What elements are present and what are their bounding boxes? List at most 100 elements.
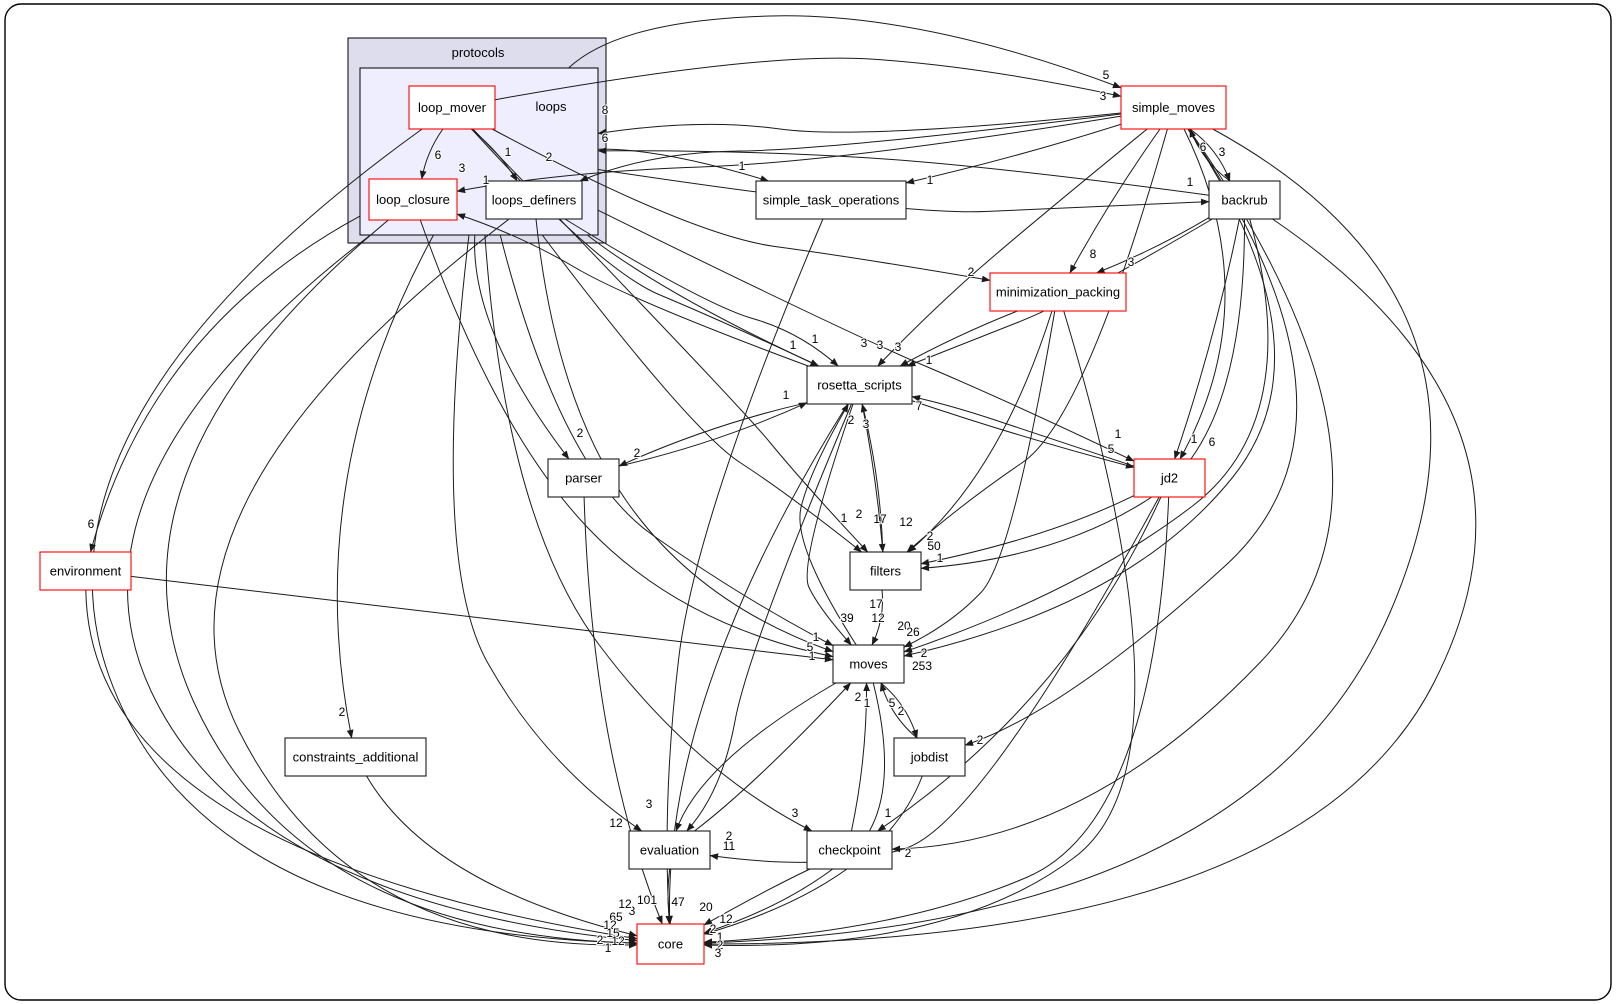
edge-simple_moves-moves (903, 128, 1275, 658)
node-box-jobdist[interactable] (893, 737, 966, 777)
edge-count-backrub-loops: 6 (602, 131, 609, 145)
edge-rosetta_scripts-parser (618, 402, 808, 467)
edge-count-simple_moves-backrub: 3 (1219, 145, 1226, 159)
node-constraints_additional[interactable]: constraints_additional (284, 737, 427, 777)
node-simple_task_operations[interactable]: simple_task_operations (755, 180, 907, 220)
edge-loops-evaluation (452, 234, 643, 832)
node-box-moves[interactable] (832, 644, 905, 684)
node-loop_closure[interactable]: loop_closure (368, 178, 458, 221)
edge-parser-rosetta_scripts (618, 402, 808, 467)
node-box-core[interactable] (636, 923, 705, 965)
edge-minimization_packing-filters (907, 310, 1053, 553)
node-label-loops[interactable]: loops (535, 99, 567, 114)
node-label-simple_task_operations: simple_task_operations (763, 193, 900, 208)
node-layer: loops loop_mover loop_closure loops_definer… (39, 85, 1281, 965)
node-core[interactable]: core (636, 923, 705, 965)
edge-count-loop_closure-core: 15 (606, 926, 620, 940)
node-box-rosetta_scripts[interactable] (806, 365, 913, 405)
edge-count-rosetta_scripts-jd2: 5 (1108, 442, 1115, 456)
node-label-moves: moves (849, 657, 888, 672)
node-box-checkpoint[interactable] (806, 830, 893, 870)
node-box-filters[interactable] (849, 551, 922, 591)
edge-count-loops-constraints_additional: 2 (339, 705, 346, 719)
node-backrub[interactable]: backrub (1208, 180, 1281, 220)
edge-loop_closure-core (165, 219, 638, 947)
node-filters[interactable]: filters (849, 551, 922, 591)
node-box-minimization_packing[interactable] (989, 272, 1127, 312)
edge-count-loops-rosetta_scripts: 1 (812, 332, 819, 346)
edge-count-loops-parser: 2 (577, 426, 584, 440)
node-box-loop_mover[interactable] (408, 85, 496, 130)
edge-count-rosetta_scripts-moves: 12 (871, 611, 885, 625)
edge-count-loops-checkpoint: 3 (792, 806, 799, 820)
edge-count-evaluation-core: 47 (671, 895, 685, 909)
node-label-minimization_packing: minimization_packing (996, 285, 1120, 300)
node-jobdist[interactable]: jobdist (893, 737, 966, 777)
edge-loops-core (127, 234, 638, 944)
edge-count-simple_moves-core: 1 (717, 930, 724, 944)
edge-simple_moves-jd2 (1179, 128, 1226, 460)
node-box-environment[interactable] (39, 551, 132, 591)
node-label-constraints_additional: constraints_additional (293, 750, 419, 765)
edge-count-simple_moves-minimization_packing: 8 (1090, 247, 1097, 261)
edge-rosetta_scripts-jd2 (911, 400, 1135, 469)
edge-filters-rosetta_scripts (860, 403, 884, 553)
node-box-parser[interactable] (547, 458, 620, 498)
node-box-evaluation[interactable] (628, 830, 711, 870)
node-parser[interactable]: parser (547, 458, 620, 498)
edge-count-backrub-jd2: 1 (1191, 432, 1198, 446)
edge-moves-rosetta_scripts (799, 403, 857, 646)
node-box-simple_moves[interactable] (1120, 85, 1227, 130)
node-loops[interactable]: loops (535, 99, 567, 114)
edge-count-jd2-core: 12 (719, 912, 733, 926)
node-minimization_packing[interactable]: minimization_packing (989, 272, 1127, 312)
node-environment[interactable]: environment (39, 551, 132, 591)
edge-loops-rosetta_scripts (586, 234, 819, 367)
edge-backrub-minimization_packing (1096, 217, 1210, 274)
edge-count-moves-jobdist: 2 (898, 704, 905, 718)
node-moves[interactable]: moves (832, 644, 905, 684)
edge-count-backrub-rosetta_scripts: 1 (926, 353, 933, 367)
node-loops_definers[interactable]: loops_definers (485, 180, 583, 220)
edge-count-simple_moves-moves: 26 (906, 625, 920, 639)
edge-count-backrub-moves: 20 (897, 619, 911, 633)
edge-rosetta_scripts-moves (806, 403, 854, 646)
node-label-parser: parser (565, 471, 603, 486)
node-rosetta_scripts[interactable]: rosetta_scripts (806, 365, 913, 405)
edge-count-loop_mover-loops_definers: 1 (505, 145, 512, 159)
node-box-backrub[interactable] (1208, 180, 1281, 220)
edge-count-environment-moves: 1 (813, 630, 820, 644)
node-jd2[interactable]: jd2 (1133, 458, 1206, 498)
edge-count-parser-rosetta_scripts: 1 (783, 388, 790, 402)
edge-loops-simple_moves (568, 15, 1122, 89)
edge-loops-checkpoint (484, 234, 813, 832)
node-checkpoint[interactable]: checkpoint (806, 830, 893, 870)
node-box-constraints_additional[interactable] (284, 737, 427, 777)
node-label-simple_moves: simple_moves (1132, 100, 1216, 115)
node-label-loops_definers: loops_definers (492, 193, 577, 208)
edge-loop_mover-filters (472, 128, 869, 553)
edge-count-minimization_packing-core: 3 (715, 946, 722, 960)
node-evaluation[interactable]: evaluation (628, 830, 711, 870)
node-box-loop_closure[interactable] (368, 178, 458, 221)
edge-count-jobdist-core: 2 (710, 922, 717, 936)
node-label-filters: filters (870, 564, 902, 579)
edge-count-filters-rosetta_scripts: 2 (848, 413, 855, 427)
edge-count-loop_mover-core: 12 (603, 918, 617, 932)
node-loop_mover[interactable]: loop_mover (408, 85, 496, 130)
edge-backrub-loops (597, 147, 1210, 196)
node-label-loop_closure: loop_closure (376, 192, 450, 207)
edge-count-moves-core: 253 (912, 659, 932, 673)
edge-backrub-rosetta_scripts (906, 218, 1213, 367)
edge-count-loop_mover-loop_closure: 6 (435, 148, 442, 162)
edge-count-loop_mover-simple_moves: 3 (1100, 89, 1107, 103)
node-box-loops_definers[interactable] (485, 180, 583, 220)
edge-count-loop_closure-moves: 1 (809, 649, 816, 663)
edge-environment-moves (130, 575, 834, 663)
node-simple_moves[interactable]: simple_moves (1120, 85, 1227, 130)
node-box-simple_task_operations[interactable] (755, 180, 907, 220)
node-label-rosetta_scripts: rosetta_scripts (817, 378, 902, 393)
node-box-jd2[interactable] (1133, 458, 1206, 498)
edge-loop_mover-core (91, 128, 638, 947)
